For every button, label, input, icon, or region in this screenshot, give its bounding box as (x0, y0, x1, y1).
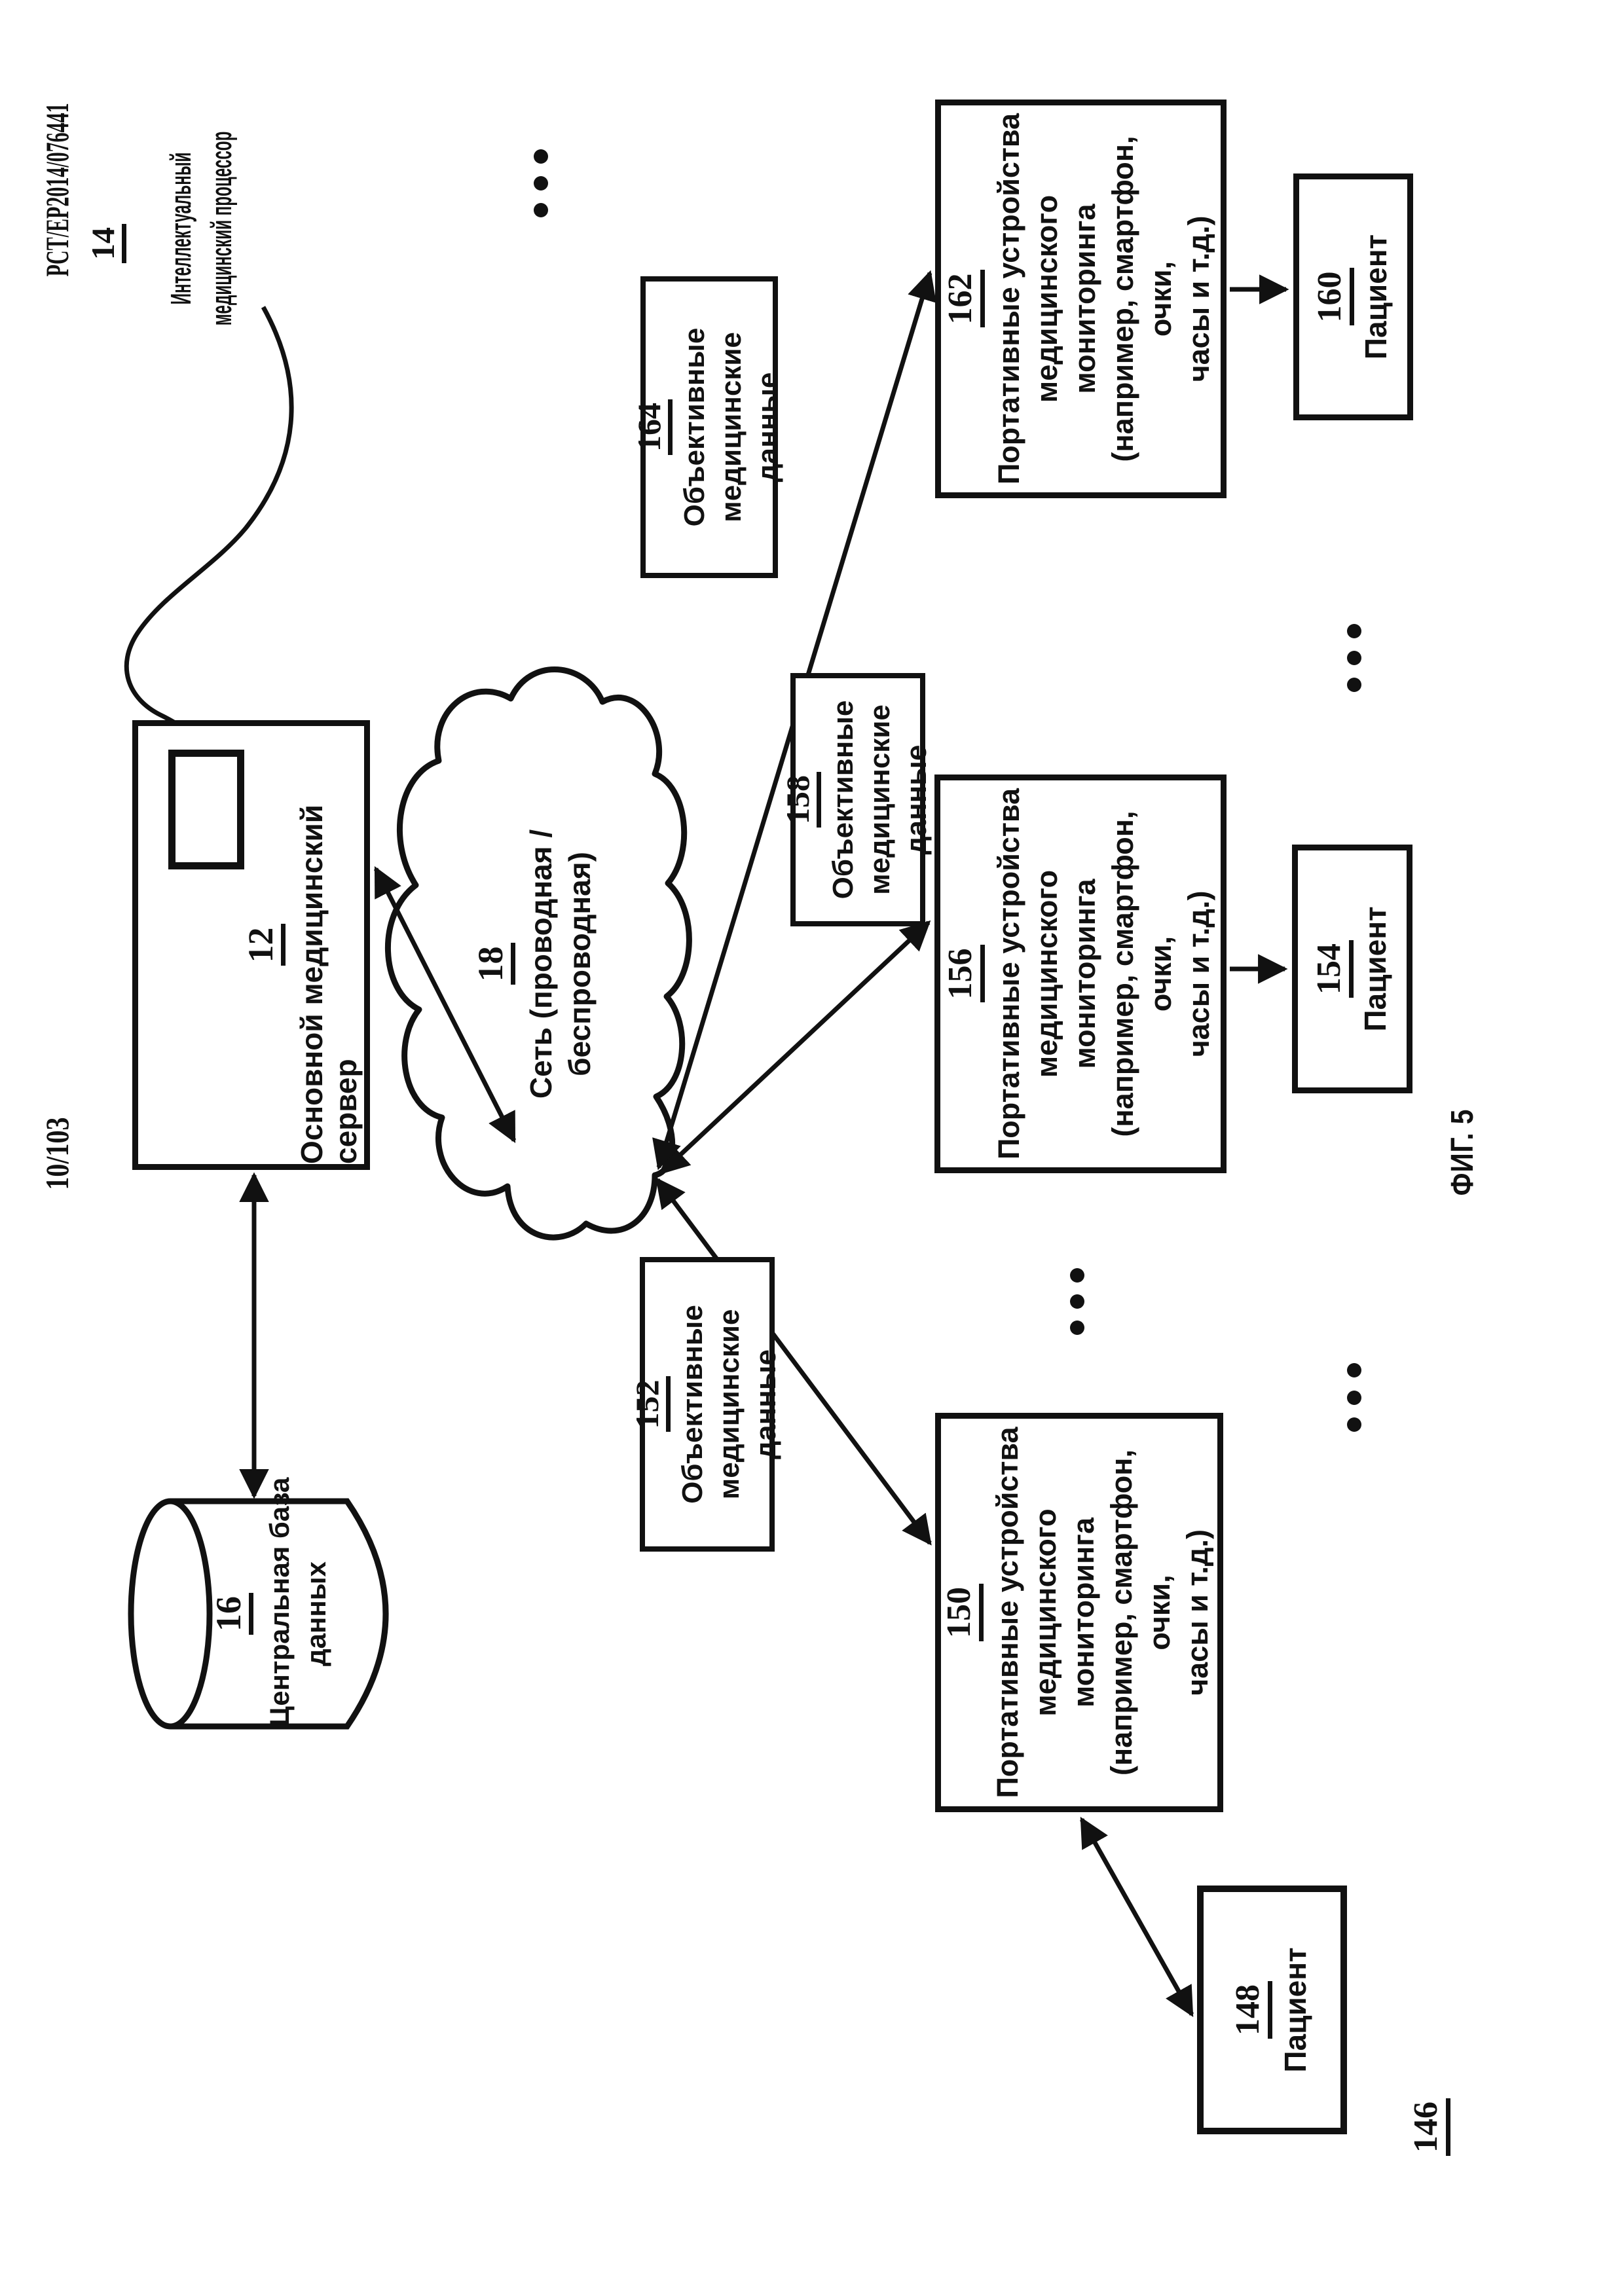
data-label-152-line2: медицинские данные (712, 1309, 782, 1500)
device-162-line1: Портативные устройства (992, 113, 1025, 485)
bottom-ref-number: 146 (1407, 2098, 1450, 2156)
publication-number: PCT/EP2014/076441 (39, 103, 75, 277)
database-ref-number: 16 (209, 1593, 253, 1635)
data-label-158-line1: Объективные (826, 700, 859, 900)
bottom-ref: 146 (1407, 2098, 1450, 2156)
patient-154-label: Пациент (1357, 906, 1392, 1032)
data-label-152-ref: 152 (629, 1376, 671, 1432)
device-150-ref: 150 (940, 1584, 984, 1641)
device-box-162: 162 Портативные устройства медицинского … (935, 100, 1227, 498)
device-162-line2: медицинского мониторинга (1030, 194, 1101, 403)
server-box: 12 Основной медицинский сервер (132, 720, 370, 1170)
ellipsis-dots-between-patients-left (1347, 1363, 1361, 1432)
device-162-ref: 162 (942, 270, 985, 328)
patient-box-154: 154 Пациент (1292, 845, 1412, 1093)
patient-160-label: Пациент (1359, 234, 1393, 360)
device-156-line2: медицинского мониторинга (1029, 869, 1101, 1078)
device-150-line4: часы и т.д.) (1180, 1529, 1214, 1696)
processor-rectangle (168, 750, 244, 869)
arrow-server-network (373, 866, 517, 1144)
patient-box-160: 160 Пациент (1293, 173, 1413, 420)
processor-pointer-curve (124, 306, 294, 746)
database-text: 16 Центральная база данных (209, 1477, 335, 1726)
network-text: 18 Сеть (проводная / беспроводная) (471, 684, 599, 1244)
device-162-line4: часы и т.д.) (1182, 215, 1215, 382)
processor-ref-number: 14 (84, 224, 126, 263)
data-label-158-ref: 158 (779, 772, 821, 828)
patient-148-label: Пациент (1278, 1947, 1312, 2073)
server-ref-number: 12 (241, 924, 286, 966)
patient-160-ref: 160 (1311, 268, 1354, 326)
arrow-network-device-150 (655, 1177, 932, 1546)
device-156-ref: 156 (942, 945, 985, 1003)
patient-154-ref: 154 (1310, 940, 1354, 998)
data-label-152-line1: Объективные (676, 1305, 709, 1504)
data-label-158-line2: медицинские данные (863, 704, 932, 895)
processor-ref: 14 (84, 224, 126, 263)
database-label-line1: Центральная база (264, 1477, 295, 1726)
processor-label-line1: Интеллектуальный (165, 152, 197, 305)
device-box-150: 150 Портативные устройства медицинского … (935, 1413, 1223, 1812)
network-label-line2: беспроводная) (563, 852, 597, 1076)
database-cylinder-top (128, 1498, 213, 1730)
ellipsis-dots-between-devices (1070, 1268, 1084, 1335)
device-156-line1: Портативные устройства (991, 788, 1025, 1160)
device-156-line4: часы и т.д.) (1181, 890, 1215, 1057)
device-162-line3: (например, смартфон, очки, (1106, 136, 1177, 462)
ellipsis-dots-top-right (534, 149, 548, 217)
device-150-line1: Портативные устройства (990, 1427, 1024, 1798)
device-150-line2: медицинского мониторинга (1028, 1508, 1100, 1717)
arrow-patient-148-device-150 (1079, 1817, 1194, 2017)
database-cylinder (128, 1498, 389, 1730)
device-box-156: 156 Портативные устройства медицинского … (934, 774, 1227, 1173)
device-150-line3: (например, смартфон, очки, (1104, 1449, 1176, 1776)
page-number: 10/103 (39, 1117, 75, 1190)
arrow-network-device-162-branch (659, 920, 931, 1175)
patient-box-148: 148 Пациент (1197, 1886, 1347, 2134)
network-ref-number: 18 (471, 943, 515, 985)
data-label-158: 158 Объективные медицинские данные (779, 673, 932, 926)
database-label-line2: данных (301, 1561, 331, 1666)
data-label-164-ref: 164 (631, 399, 673, 455)
data-label-164: 164 Объективные медицинские данные (631, 276, 784, 578)
database-cylinder-body (170, 1498, 389, 1730)
data-label-152: 152 Объективные медицинские данные (629, 1257, 782, 1552)
server-label: Основной медицинский сервер (295, 804, 363, 1164)
patient-148-ref: 148 (1229, 1981, 1272, 2039)
figure-caption: ФИГ. 5 (1445, 1108, 1480, 1196)
processor-label: Интеллектуальный медицинский процессор (161, 132, 242, 326)
device-156-line3: (например, смартфон, очки, (1105, 811, 1177, 1137)
data-label-164-line1: Объективные (678, 327, 710, 527)
data-label-164-line2: медицинские данные (714, 332, 784, 522)
processor-label-line2: медицинский процессор (206, 131, 238, 326)
network-label-line1: Сеть (проводная / (524, 829, 558, 1099)
ellipsis-dots-between-patients-right (1347, 624, 1361, 692)
